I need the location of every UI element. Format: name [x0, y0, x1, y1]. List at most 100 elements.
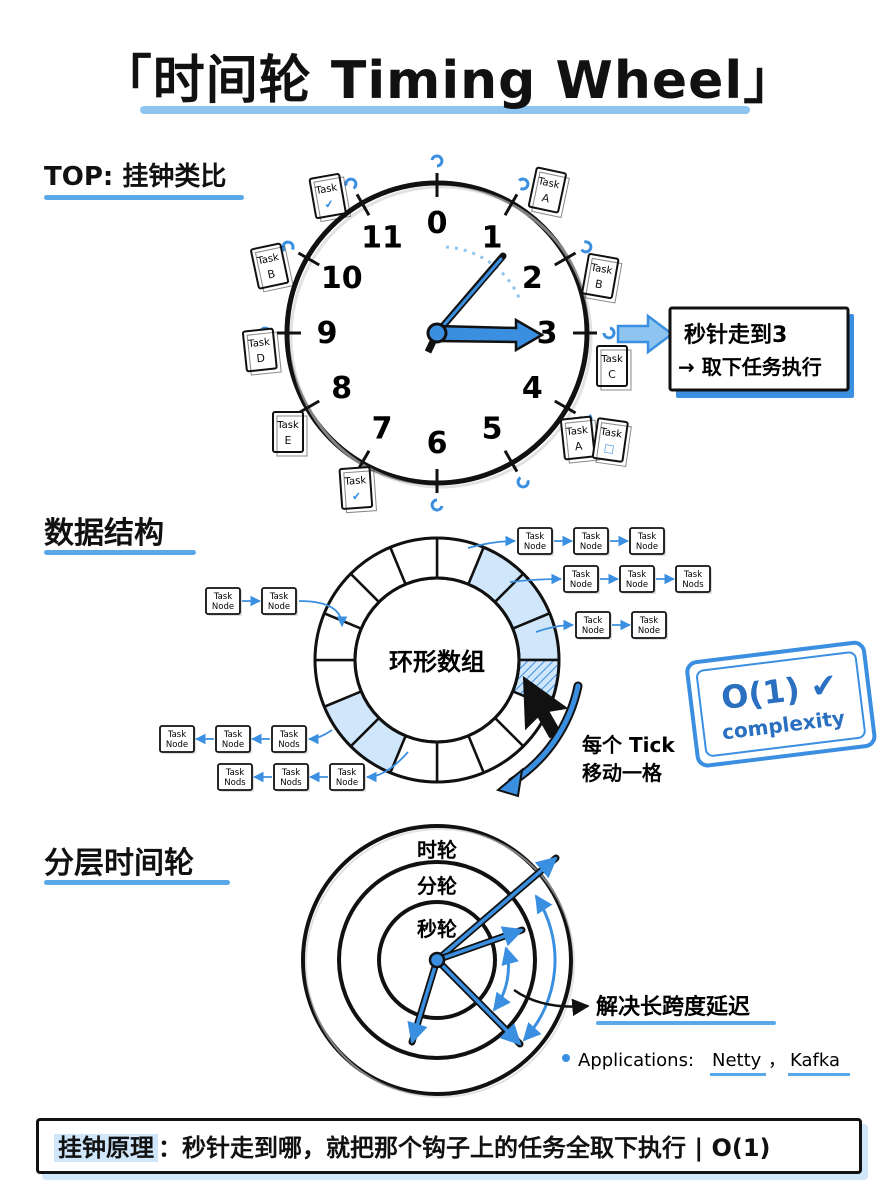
section-heading-clock: TOP: 挂钟类比	[44, 162, 227, 192]
task-node	[631, 611, 667, 639]
task-node	[517, 527, 553, 555]
wheel-minute-label: 分轮	[417, 874, 457, 898]
task-node	[619, 565, 655, 593]
task-node-label: Task	[279, 730, 298, 740]
task-node-label: Task	[627, 570, 646, 580]
ring-inner	[353, 576, 521, 744]
clock-number: 10	[321, 261, 363, 296]
callout-arrow	[616, 313, 675, 355]
title-text: 时间轮 Timing Wheel	[152, 51, 744, 111]
minute-hand	[435, 257, 503, 335]
hook-icon	[580, 240, 593, 254]
task-tag-back	[254, 245, 294, 293]
task-node-label: Task	[581, 532, 600, 542]
task-tags: Task✔TaskATaskBTaskCTaskATask□Task✔TaskE…	[241, 166, 632, 514]
hook-icon	[430, 498, 444, 512]
tick-caption-line-1: 每个 Tick	[582, 733, 675, 757]
hook-icon	[518, 177, 530, 191]
hook-icon	[430, 154, 444, 168]
clock-number: 6	[427, 426, 448, 461]
task-node	[215, 725, 251, 753]
task-node-label: Task	[223, 730, 242, 740]
task-node-chains: TaskNodeTaskNodeTaskNodeTaskNodeTaskNode…	[159, 527, 712, 792]
task-tag-label: Task	[247, 337, 271, 350]
clock-number: 0	[427, 206, 448, 241]
second-hand	[435, 317, 545, 353]
task-tag-back	[276, 415, 308, 457]
callout: 秒针走到3 → 取下任务执行	[616, 306, 854, 398]
task-tag-label: Task	[599, 426, 623, 440]
task-tag-card	[308, 173, 347, 220]
sweep-trail	[445, 245, 522, 301]
task-node	[573, 527, 609, 555]
task-tag-card	[596, 345, 628, 387]
clock-number: 3	[537, 316, 558, 351]
task-node-label: Task	[637, 532, 656, 542]
section-heading-data-structure: 数据结构	[44, 516, 164, 551]
task-tag-back	[595, 422, 632, 467]
task-node	[563, 565, 599, 593]
clock-tick	[355, 193, 371, 216]
clock-tick	[554, 251, 577, 267]
footer-text: ：秒针走到哪，就把那个钩子上的任务全取下执行 | O(1)	[158, 1134, 771, 1162]
task-node	[205, 587, 241, 615]
task-tag-label: Task	[536, 176, 561, 191]
task-node-label: Nods	[224, 778, 246, 788]
task-node-label: Node	[268, 602, 290, 612]
wheel-center	[428, 951, 446, 969]
title-bracket-open: 「	[99, 51, 153, 111]
hook-icon	[281, 240, 295, 252]
task-tag-back	[531, 171, 570, 219]
task-node-label: Node	[336, 778, 358, 788]
task-node-label: Task	[225, 768, 244, 778]
task-node	[329, 763, 365, 791]
task-tag-card	[581, 253, 620, 300]
clock-tick	[297, 251, 320, 267]
tick-caption-line-2: 移动一格	[582, 761, 663, 785]
ring-buffer: 环形数组 每个 Tick 移动一格	[313, 536, 675, 798]
clock-ticks	[277, 173, 597, 493]
task-node	[575, 611, 611, 639]
footer-summary: 挂钟原理：秒针走到哪，就把那个钩子上的任务全取下执行 | O(1)	[54, 1128, 771, 1163]
task-node-label: Node	[166, 740, 188, 750]
note-underline	[596, 1021, 776, 1025]
note-arrow	[513, 988, 590, 1017]
app-netty: Netty	[712, 1050, 762, 1071]
task-node-label: Node	[570, 580, 592, 590]
task-tag-card	[241, 327, 278, 373]
app-kafka: Kafka	[790, 1050, 840, 1071]
task-node-label: Node	[582, 626, 604, 636]
bullet-icon	[562, 1054, 570, 1062]
task-tag-mark: B	[594, 277, 604, 291]
task-node-label: Nods	[280, 778, 302, 788]
task-tag-card	[338, 466, 374, 510]
task-tag-card	[559, 415, 596, 461]
clock-number: 11	[361, 221, 403, 256]
task-tag-mark: A	[574, 440, 583, 454]
clock-number: 2	[522, 261, 543, 296]
section-underline-data-structure	[44, 550, 196, 555]
wheel-hand	[435, 958, 522, 1046]
rotation-arc-inner	[492, 946, 519, 1012]
task-node-label: Task	[213, 592, 232, 602]
task-node-label: Task	[167, 730, 186, 740]
wheel-hand	[407, 959, 439, 1045]
section-underline-hierarchical	[44, 880, 230, 885]
footer-key: 挂钟原理	[54, 1134, 158, 1162]
rotation-arc-outer	[522, 894, 557, 1042]
task-tag-mark: D	[256, 352, 266, 366]
task-node-label: Task	[639, 616, 658, 626]
task-tag: Task✔	[338, 466, 378, 514]
slot-link-arrow	[509, 573, 563, 585]
task-node-label: Task	[525, 532, 544, 542]
clock-number: 8	[331, 371, 352, 406]
clock-number: 1	[482, 221, 503, 256]
task-node-label: Task	[571, 570, 590, 580]
slot-link-arrow	[535, 619, 575, 633]
task-node	[273, 763, 309, 791]
